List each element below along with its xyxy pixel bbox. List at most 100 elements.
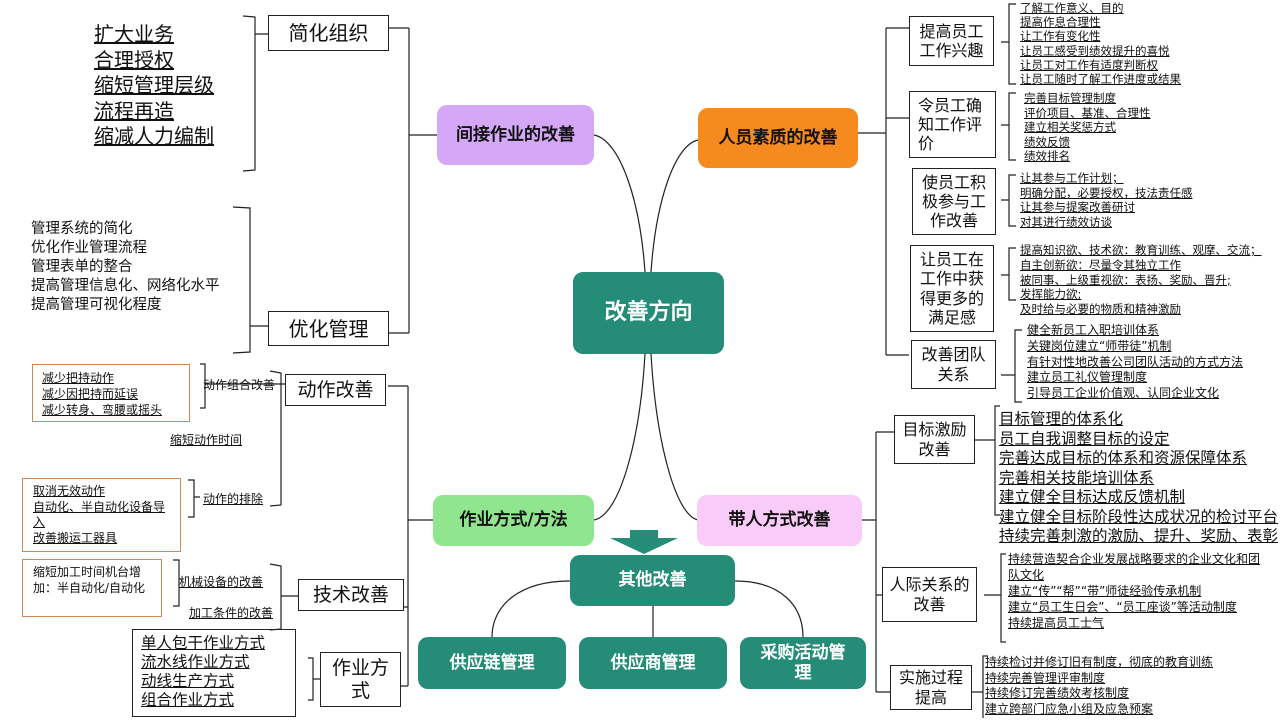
node-procurement-management[interactable]: 采购活动管理 [740,637,866,689]
list-participate-improvement: 让其参与工作计划； 明确分配，必要授权，技法责任感 让其参与提案改善研讨 对其进… [1020,171,1193,229]
list-item: 让员工随时了解工作进度或结果 [1020,72,1181,87]
list-item: 对其进行绩效访谈 [1020,214,1112,229]
label-action-combination[interactable]: 动作组合改善 [203,378,276,392]
list-item: 让其参与工作计划； [1020,171,1124,185]
list-item: 提高知识欲、技术欲：教育训练、观摩、交流； [1020,243,1262,257]
list-item: 目标管理的体系化 [999,410,1124,428]
list-interpersonal: 持续营造契合企业发展战略要求的企业文化和团队文化 建立“传”“帮”“带”师徒经验… [1008,551,1270,631]
list-item: 了解工作意义、目的 [1020,1,1124,15]
list-item: 让其参与提案改善研讨 [1020,200,1135,214]
list-item: 组合作业方式 [141,691,235,709]
node-satisfaction[interactable]: 让员工在工作中获得更多的满足感 [910,245,994,332]
list-item: 建立“员工生日会”、“员工座谈”等活动制度 [1008,600,1237,614]
list-item: 让员工感受到绩效提升的喜悦 [1020,43,1170,58]
list-item: 提高管理可视化程度 [31,297,162,313]
list-item: 明确分配，必要授权，技法责任感 [1020,185,1193,200]
list-item: 健全新员工入职培训体系 [1027,323,1160,337]
list-item: 合理授权 [94,47,174,72]
list-item: 持续营造契合企业发展战略要求的企业文化和团队文化 [1008,552,1261,582]
list-item: 绩效反馈 [1024,134,1070,149]
list-optimize-management: 管理系统的简化 优化作业管理流程 管理表单的整合 提高管理信息化、网络化水平 提… [31,220,220,315]
branch-leading-method[interactable]: 带人方式改善 [697,495,862,546]
list-item: 建立相关奖惩方式 [1024,120,1116,134]
list-item: 自动化、半自动化设备导入 [33,499,166,530]
list-item: 减少因把持而延误 [42,387,139,401]
list-item: 取消无效动作 [33,484,106,498]
list-team-relations: 健全新员工入职培训体系 关键岗位建立“师带徒”机制 有针对性地改善公司团队活动的… [1027,323,1243,402]
list-item: 减少转身、弯腰或摇头 [42,403,163,417]
node-raise-interest[interactable]: 提高员工工作兴趣 [909,16,994,66]
label-machine-improvement[interactable]: 机械设备的改善 [179,575,264,589]
list-item: 完善相关技能培训体系 [999,468,1155,487]
list-operation-method: 单人包干作业方式 流水线作业方式 动线生产方式 组合作业方式 [141,634,265,710]
branch-indirect-work[interactable]: 间接作业的改善 [437,105,594,165]
branch-other-improvement[interactable]: 其他改善 [570,555,735,606]
list-action-elimination: 取消无效动作 自动化、半自动化设备导入 改善搬运工器具 [33,484,173,546]
list-item: 绩效排名 [1024,149,1070,163]
list-know-evaluation: 完善目标管理制度 评价项目、基准、合理性 建立相关奖惩方式 绩效反馈 绩效排名 [1024,91,1151,164]
node-process-improvement[interactable]: 实施过程提高 [890,665,972,710]
box-machine-improvement [22,559,162,617]
list-item: 管理表单的整合 [31,259,133,275]
list-item: 建立跨部门应急小组及应急预案 [985,701,1154,716]
list-item: 提高作息合理性 [1020,15,1101,30]
list-item: 发挥能力欲; [1020,287,1082,302]
list-item: 减少把持动作 [42,371,115,385]
list-satisfaction: 提高知识欲、技术欲：教育训练、观摩、交流； 自主创新欲：尽量令其独立工作 被同事… [1020,243,1262,317]
box-action-elimination [22,478,181,552]
list-item: 动线生产方式 [141,672,235,690]
list-item: 完善达成目标的体系和资源保障体系 [999,449,1248,467]
label-processing-conditions[interactable]: 加工条件的改善 [189,606,274,620]
node-optimize-management[interactable]: 优化管理 [268,311,389,346]
list-item: 建立健全目标阶段性达成状况的检讨平台 [999,507,1279,526]
root-node[interactable]: 改善方向 [573,272,724,354]
node-know-evaluation[interactable]: 令员工确知工作评价 [909,91,996,158]
list-item: 被同事、上级重视欲：表扬、奖励、晋升; [1020,272,1231,287]
list-item: 建立健全目标达成反馈机制 [999,488,1186,506]
node-interpersonal[interactable]: 人际关系的改善 [882,567,977,622]
arrow-down-icon [610,530,678,554]
list-item: 建立员工礼仪管理制度 [1027,370,1148,385]
box-operation-method-list [132,629,296,717]
node-tech-improvement[interactable]: 技术改善 [298,579,404,611]
node-team-relations[interactable]: 改善团队关系 [911,340,996,389]
list-item: 让工作有变化性 [1020,29,1101,44]
label-action-elimination[interactable]: 动作的排除 [203,492,264,506]
list-item: 建立“传”“帮”“带”师徒经验传承机制 [1008,584,1202,598]
node-action-improvement[interactable]: 动作改善 [285,374,386,406]
branch-work-method[interactable]: 作业方式/方法 [433,495,594,546]
list-raise-interest: 了解工作意义、目的 提高作息合理性 让工作有变化性 让员工感受到绩效提升的喜悦 … [1020,1,1181,86]
node-supply-chain[interactable]: 供应链管理 [418,637,566,689]
list-item: 改善搬运工器具 [33,530,118,545]
list-item: 缩短管理层级 [94,73,214,97]
list-item: 管理系统的简化 [31,221,133,237]
list-item: 及时给与必要的物质和精神激励 [1020,302,1181,317]
list-process-improvement: 持续检讨并修订旧有制度，彻底的教育训练 持续完善管理评审制度 持续修订完善绩效考… [985,655,1213,717]
list-item: 自主创新欲：尽量令其独立工作 [1020,257,1181,272]
node-simplify-org[interactable]: 简化组织 [268,15,389,51]
node-operation-method[interactable]: 作业方式 [320,652,401,707]
label-shorten-action-time[interactable]: 缩短动作时间 [170,433,243,447]
list-item: 持续完善管理评审制度 [985,670,1106,685]
box-action-combination [32,364,190,422]
list-item: 持续检讨并修订旧有制度，彻底的教育训练 [985,655,1214,669]
list-action-combination: 减少把持动作 减少因把持而延误 减少转身、弯腰或摇头 [42,370,162,418]
list-item: 让员工对工作有适度判断权 [1020,57,1158,72]
list-item: 优化作业管理流程 [31,240,147,256]
list-item: 持续提高员工士气 [1008,616,1105,630]
list-item: 单人包干作业方式 [141,634,266,652]
list-item: 员工自我调整目标的设定 [999,429,1170,448]
list-goal-incentive: 目标管理的体系化 员工自我调整目标的设定 完善达成目标的体系和资源保障体系 完善… [999,410,1278,547]
node-supplier-management[interactable]: 供应商管理 [579,637,727,689]
list-simplify-org: 扩大业务 合理授权 缩短管理层级 流程再造 缩减人力编制 [94,22,214,150]
list-item: 有针对性地改善公司团队活动的方式方法 [1027,354,1244,369]
list-item: 扩大业务 [94,22,174,46]
list-item: 提高管理信息化、网络化水平 [31,278,220,294]
node-goal-incentive[interactable]: 目标激励改善 [894,415,975,464]
branch-personnel-quality[interactable]: 人员素质的改善 [698,108,858,168]
text-machine-improvement: 缩短加工时间机台增加：半自动化/自动化 [33,565,146,595]
list-item: 缩减人力编制 [94,124,214,148]
node-participate-improvement[interactable]: 使员工积极参与工作改善 [912,168,996,235]
list-item: 完善目标管理制度 [1024,91,1116,105]
list-item: 流水线作业方式 [141,653,250,671]
